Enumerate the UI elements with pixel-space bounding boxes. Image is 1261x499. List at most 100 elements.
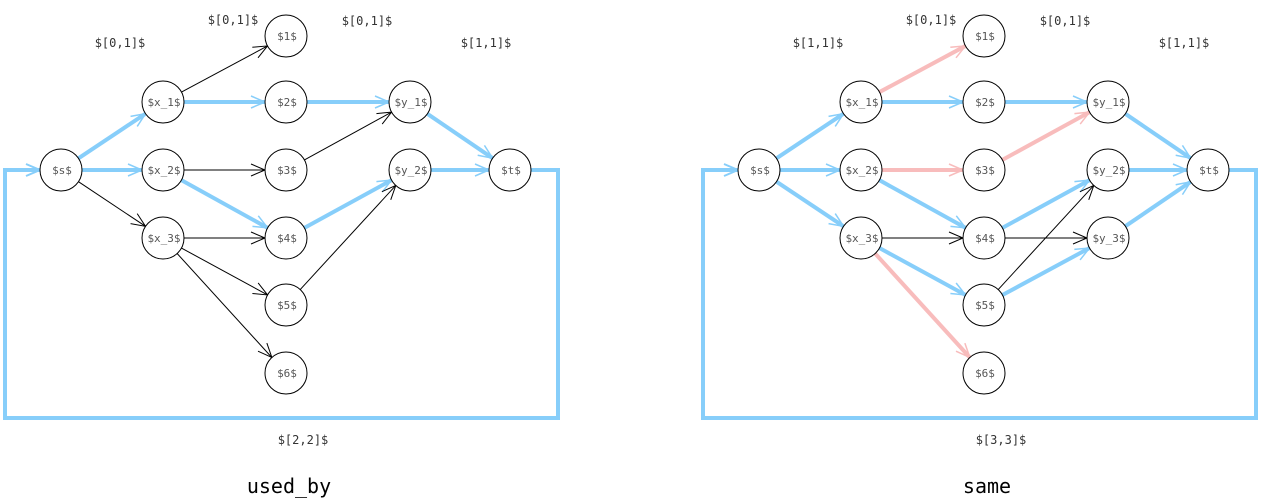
capacity-label-n_y: $[0,1]$ <box>342 14 393 28</box>
node-label: $4$ <box>277 232 297 245</box>
node-circle <box>962 216 1006 260</box>
edge-s-x3 <box>78 181 146 227</box>
node-label: $4$ <box>975 232 995 245</box>
node-circle <box>264 14 308 58</box>
node-label: $1$ <box>277 30 297 43</box>
edge-s-x3 <box>775 179 845 229</box>
node-n4: $4$ <box>962 216 1006 260</box>
node-circle <box>264 351 308 395</box>
node-circle <box>141 216 185 260</box>
node-circle <box>264 216 308 260</box>
node-label: $6$ <box>277 367 297 380</box>
edge-x3-n5 <box>878 246 967 297</box>
node-circle <box>388 148 432 192</box>
node-circle <box>1186 148 1230 192</box>
node-label: $y_2$ <box>394 164 427 177</box>
node-x1: $x_1$ <box>839 80 883 124</box>
node-t: $t$ <box>488 148 532 192</box>
node-n2: $2$ <box>264 80 308 124</box>
node-label: $x_1$ <box>845 96 878 109</box>
edge-y3-t <box>1124 180 1192 228</box>
node-label: $t$ <box>501 164 521 177</box>
edge-x1-n1 <box>878 44 967 94</box>
node-circle <box>962 351 1006 395</box>
node-label: $t$ <box>1199 164 1219 177</box>
node-circle <box>962 148 1006 192</box>
node-x3: $x_3$ <box>839 216 883 260</box>
edge-x1-n1 <box>181 45 268 93</box>
node-circle <box>141 148 185 192</box>
node-x3: $x_3$ <box>141 216 185 260</box>
node-circle <box>39 148 83 192</box>
edge-n4-y2 <box>1001 178 1091 230</box>
edge-n5-y2 <box>299 185 397 290</box>
capacity-label-x_n: $[0,1]$ <box>208 13 259 27</box>
node-y1: $y_1$ <box>388 80 432 124</box>
capacity-label-t_s: $[3,3]$ <box>976 433 1027 447</box>
node-y3: $y_3$ <box>1086 216 1130 260</box>
node-circle <box>839 216 883 260</box>
node-label: $5$ <box>277 299 297 312</box>
edge-n3-y1 <box>1001 110 1091 162</box>
node-y2: $y_2$ <box>1086 148 1130 192</box>
node-n5: $5$ <box>264 283 308 327</box>
node-n3: $3$ <box>962 148 1006 192</box>
node-n6: $6$ <box>962 351 1006 395</box>
node-label: $s$ <box>52 164 72 177</box>
edge-s-x1 <box>77 111 147 161</box>
edge-t-s-loop <box>3 168 560 420</box>
node-s: $s$ <box>39 148 83 192</box>
panel-same: $s$ $x_1$ $x_2$ $x_3$ $1$ $2$ $3$ $4$ $5$ $6$ $y_1… <box>701 13 1258 498</box>
edge-n5-y2 <box>997 185 1095 290</box>
node-y2: $y_2$ <box>388 148 432 192</box>
node-circle <box>264 148 308 192</box>
node-circle <box>264 283 308 327</box>
node-circle <box>264 80 308 124</box>
node-circle <box>737 148 781 192</box>
node-circle <box>388 80 432 124</box>
node-label: $x_3$ <box>147 232 180 245</box>
node-circle <box>488 148 532 192</box>
edge-y1-t <box>1124 112 1192 160</box>
node-n4: $4$ <box>264 216 308 260</box>
node-n1: $1$ <box>962 14 1006 58</box>
edge-n5-y3 <box>1001 246 1091 297</box>
node-circle <box>962 14 1006 58</box>
capacity-label-y_t: $[1,1]$ <box>461 36 512 50</box>
capacity-label-x_n: $[0,1]$ <box>906 13 957 27</box>
edge-x3-n6 <box>176 253 273 358</box>
node-label: $2$ <box>975 96 995 109</box>
node-label: $s$ <box>750 164 770 177</box>
edge-x2-n4 <box>878 178 967 230</box>
node-label: $x_3$ <box>845 232 878 245</box>
node-n3: $3$ <box>264 148 308 192</box>
edge-y1-t <box>426 112 494 160</box>
node-circle <box>141 80 185 124</box>
edge-x3-n5 <box>181 247 268 296</box>
node-circle <box>839 80 883 124</box>
capacity-label-s_x: $[1,1]$ <box>793 36 844 50</box>
edge-x3-n6 <box>873 252 972 359</box>
node-circle <box>962 80 1006 124</box>
node-n1: $1$ <box>264 14 308 58</box>
node-x2: $x_2$ <box>839 148 883 192</box>
node-label: $1$ <box>975 30 995 43</box>
node-label: $x_1$ <box>147 96 180 109</box>
node-circle <box>962 283 1006 327</box>
capacity-label-s_x: $[0,1]$ <box>95 36 146 50</box>
node-t: $t$ <box>1186 148 1230 192</box>
node-n2: $2$ <box>962 80 1006 124</box>
node-label: $y_1$ <box>1092 96 1125 109</box>
node-circle <box>1086 148 1130 192</box>
node-n5: $5$ <box>962 283 1006 327</box>
edge-t-s-loop <box>701 168 1258 420</box>
node-label: $6$ <box>975 367 995 380</box>
node-label: $3$ <box>277 164 297 177</box>
edge-n4-y2 <box>303 178 393 230</box>
node-label: $3$ <box>975 164 995 177</box>
node-s: $s$ <box>737 148 781 192</box>
node-n6: $6$ <box>264 351 308 395</box>
capacity-label-y_t: $[1,1]$ <box>1159 36 1210 50</box>
edge-s-x1 <box>775 111 845 161</box>
